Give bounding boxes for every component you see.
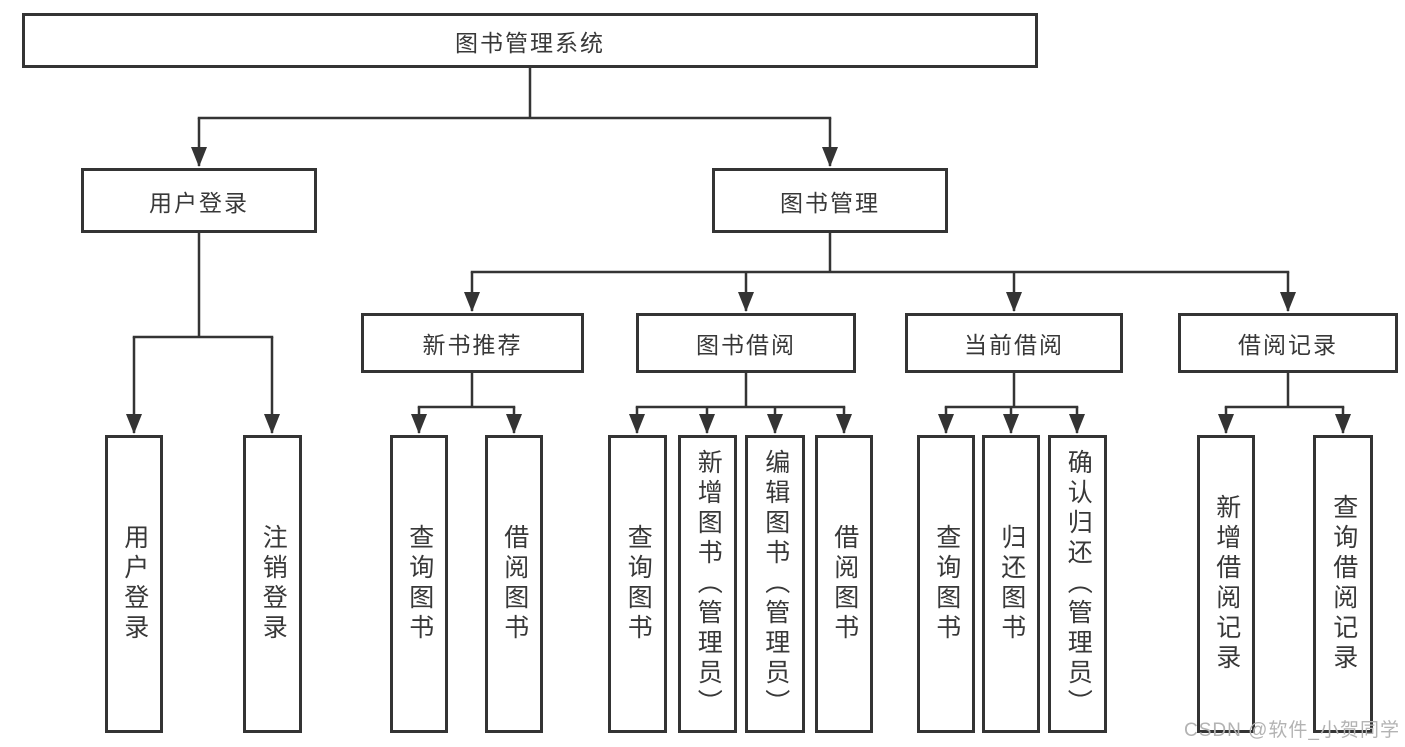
node-label: 查询图书 xyxy=(624,524,653,644)
node-label: 注销登录 xyxy=(259,524,288,644)
node-label: 用户登录 xyxy=(120,524,149,644)
node-borrowing-records: 借阅记录 xyxy=(1178,313,1398,373)
node-label: 查询图书 xyxy=(932,524,961,644)
node-current-borrowing: 当前借阅 xyxy=(905,313,1123,373)
leaf-confirm-return-admin: 确认归还（管理员） xyxy=(1048,435,1107,733)
node-library-management-system: 图书管理系统 xyxy=(22,13,1038,68)
leaf-borrow-books-borrowing: 借阅图书 xyxy=(815,435,873,733)
leaf-add-borrow-record: 新增借阅记录 xyxy=(1197,435,1255,733)
node-user-login: 用户登录 xyxy=(81,168,317,233)
node-new-book-recommendation: 新书推荐 xyxy=(361,313,584,373)
leaf-query-books-borrowing: 查询图书 xyxy=(608,435,667,733)
leaf-add-books-admin: 新增图书（管理员） xyxy=(678,435,737,733)
node-book-borrowing: 图书借阅 xyxy=(636,313,856,373)
node-label: 新增图书（管理员） xyxy=(694,449,723,719)
node-book-management: 图书管理 xyxy=(712,168,948,233)
leaf-query-borrow-record: 查询借阅记录 xyxy=(1313,435,1373,733)
leaf-borrow-books-recommend: 借阅图书 xyxy=(485,435,543,733)
node-label: 新增借阅记录 xyxy=(1212,494,1241,674)
node-label: 查询借阅记录 xyxy=(1329,494,1358,674)
node-label: 确认归还（管理员） xyxy=(1064,449,1093,719)
leaf-query-books-recommend: 查询图书 xyxy=(390,435,448,733)
node-label: 借阅图书 xyxy=(500,524,529,644)
leaf-edit-books-admin: 编辑图书（管理员） xyxy=(745,435,805,733)
leaf-return-books: 归还图书 xyxy=(982,435,1040,733)
node-label: 编辑图书（管理员） xyxy=(761,449,790,719)
watermark-text: CSDN @软件_小贺同学 xyxy=(1184,720,1400,741)
leaf-query-books-current: 查询图书 xyxy=(917,435,975,733)
node-label: 归还图书 xyxy=(997,524,1026,644)
leaf-user-login: 用户登录 xyxy=(105,435,163,733)
leaf-logout: 注销登录 xyxy=(243,435,302,733)
node-label: 查询图书 xyxy=(405,524,434,644)
node-label: 借阅图书 xyxy=(830,524,859,644)
